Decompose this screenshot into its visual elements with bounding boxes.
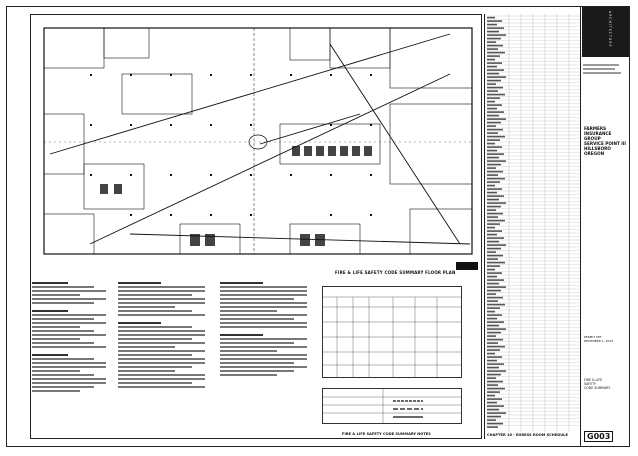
drawing-frame xyxy=(30,14,482,439)
sheet-name: FIRE & LIFE SAFETY CODE SUMMARY xyxy=(584,378,611,390)
egress-room-schedule xyxy=(484,14,581,439)
architect-name: ARCHITECTURE xyxy=(608,11,612,48)
title-block: ARCHITECTURE FARMERS INSURANCE GROUP SER… xyxy=(580,6,630,447)
building-outline xyxy=(43,27,473,255)
column-grid xyxy=(90,74,372,216)
restroom-fixtures xyxy=(100,146,372,246)
architect-logo: ARCHITECTURE xyxy=(582,7,629,57)
project-name: FARMERS INSURANCE GROUP SERVICE POINT II… xyxy=(584,126,626,156)
floor-plan-drawing xyxy=(43,27,473,255)
code-notes: FIRE & LIFE SAFETY CODE SUMMARY NOTES xyxy=(32,280,480,436)
firm-info xyxy=(583,62,628,76)
notes-title: FIRE & LIFE SAFETY CODE SUMMARY NOTES xyxy=(342,432,431,436)
sheet-number: G003 xyxy=(584,431,614,442)
schedule-grid xyxy=(485,14,581,432)
schedule-title: CHAPTER 10 - EGRESS ROOM SCHEDULE xyxy=(487,433,568,437)
legend-table xyxy=(322,388,462,424)
plan-title: FIRE & LIFE SAFETY CODE SUMMARY FLOOR PL… xyxy=(335,270,456,275)
scale-bar xyxy=(456,262,478,270)
drawing-sheet xyxy=(6,6,630,447)
notes-column-1 xyxy=(32,280,112,428)
egress-paths xyxy=(49,33,471,245)
rooms xyxy=(43,27,473,255)
occupant-load-table xyxy=(322,286,462,378)
submittal-info: PERMIT SET DECEMBER 1, 2015 xyxy=(584,335,614,343)
notes-column-2 xyxy=(118,280,213,428)
floor-plan xyxy=(30,14,482,270)
notes-column-3 xyxy=(220,280,315,428)
